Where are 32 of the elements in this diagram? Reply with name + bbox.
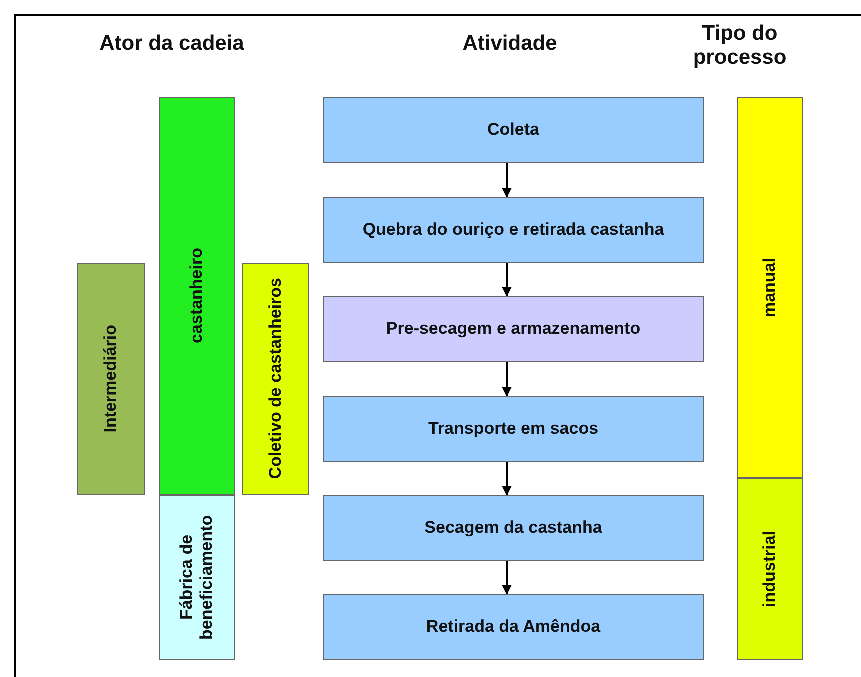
arrow (502, 163, 512, 198)
activity-box (323, 396, 704, 462)
node-label: industrial (760, 530, 780, 608)
node-label: Intermediário (101, 325, 121, 433)
process-type-bar (737, 97, 803, 478)
actor-bar (242, 263, 309, 495)
activity-box (323, 296, 704, 362)
actor-bar (159, 97, 235, 495)
column-header: Ator da cadeia (98, 32, 246, 56)
column-header: Tipo do processo (692, 22, 788, 70)
activity-box (323, 495, 704, 561)
arrow (502, 362, 512, 397)
node-label: Fábrica de beneficiamento (177, 514, 217, 642)
arrow (502, 561, 512, 595)
node-label: Secagem da castanha (424, 518, 602, 538)
activity-box (323, 97, 704, 163)
node-label: Transporte em sacos (428, 419, 599, 439)
column-header: Atividade (462, 32, 558, 56)
activity-box (323, 197, 704, 263)
node-label: Coleta (488, 120, 540, 140)
node-label: Pre-secagem e armazenamento (386, 319, 641, 339)
node-label: Retirada da Amêndoa (426, 617, 601, 637)
actor-bar (159, 495, 235, 660)
activity-box (323, 594, 704, 660)
process-type-bar (737, 478, 803, 660)
actor-bar (77, 263, 145, 495)
arrow (502, 462, 512, 496)
node-label: Quebra do ouriço e retirada castanha (362, 220, 664, 240)
node-label: manual (760, 258, 780, 318)
node-label: Coletivo de castanheiros (266, 278, 286, 480)
arrow (502, 263, 512, 297)
node-label: castanheiro (187, 248, 207, 344)
